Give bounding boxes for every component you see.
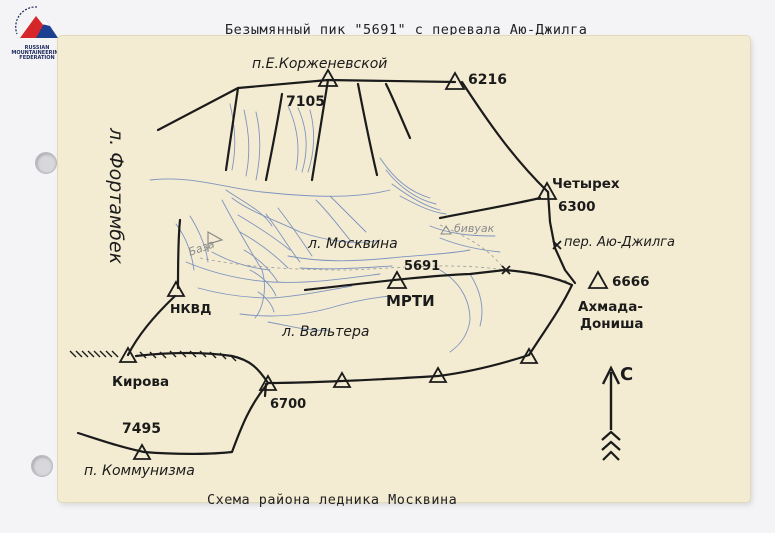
label-glacier-valtera: л. Вальтера: [281, 324, 369, 340]
label-bivouac: бивуак: [454, 222, 495, 235]
peak-triangle-nkvd: [166, 280, 186, 297]
ridge-hatch-marks: [69, 350, 237, 362]
label-peak-donisha: Дониша: [580, 316, 644, 332]
label-peak-kirova: Кирова: [112, 374, 169, 390]
peak-triangle-6666: [587, 270, 609, 289]
label-glacier-moskvina: л. Москвина: [307, 236, 398, 252]
label-peak-chetyrekh: Четырех: [552, 176, 620, 192]
page-title: Безымянный пик "5691" с перевала Аю-Джил…: [225, 22, 588, 38]
peak-triangle-korzhenevskaya: [317, 68, 339, 87]
label-peak-chetyrekh-alt: 6300: [558, 199, 596, 215]
logo-text-line1: RUSSIAN: [24, 45, 50, 51]
bivouac-tent-icon: [440, 225, 452, 235]
label-pass-ayu-dzhilga: пер. Аю-Джилга: [564, 235, 675, 250]
peak-triangle-6216: [444, 71, 466, 90]
binder-hole-top: [35, 152, 57, 174]
logo-text-line3: FEDERATION: [19, 55, 55, 61]
north-arrow-head: [601, 365, 621, 385]
peak-markers: [118, 68, 609, 460]
peak-triangle-7495: [132, 443, 152, 460]
peak-triangle-kirova: [118, 346, 138, 363]
label-peak-korzhenevskaya-alt: 7105: [286, 94, 325, 110]
label-peak-5691: 5691: [404, 259, 440, 274]
label-peak-nkvd: НКВД: [170, 301, 211, 316]
map-caption: Схема района ледника Москвина: [207, 492, 458, 508]
peak-triangle-5691: [386, 270, 408, 289]
peak-triangle-chetyrekh: [536, 181, 558, 200]
federation-logo: RUSSIAN MOUNTAINEERING FEDERATION: [6, 4, 68, 61]
map-sheet: [58, 36, 750, 502]
peak-triangle-ridge-2: [428, 366, 448, 383]
ridge-lines: [76, 78, 577, 455]
label-north: С: [620, 364, 633, 385]
mountain-logo-icon: [15, 6, 58, 38]
label-peak-kommunizma: п. Коммунизма: [84, 463, 195, 479]
label-base: База: [187, 237, 217, 258]
label-peak-akhmada: Ахмада-: [578, 299, 643, 315]
label-peak-6666: 6666: [612, 274, 650, 290]
peak-triangle-ridge-1: [519, 347, 539, 364]
label-peak-mrti: МРТИ: [386, 292, 435, 310]
peak-triangle-6700: [258, 374, 278, 391]
pass-cross-route: [501, 265, 511, 275]
binder-hole-bottom: [31, 455, 53, 477]
north-arrow-fletching-icon: [601, 430, 621, 461]
label-peak-6216: 6216: [468, 72, 507, 88]
logo-text-line2: MOUNTAINEERING: [11, 50, 63, 56]
pass-cross-ayu-dzhilga: [552, 240, 562, 250]
north-arrow: [601, 365, 621, 461]
pass-markers: [501, 240, 562, 275]
label-peak-korzhenevskaya: п.Е.Корженевской: [252, 56, 387, 72]
label-glacier-fortambek: л. Фортамбек: [105, 127, 127, 265]
peak-triangle-ridge-3: [332, 371, 352, 388]
glacier-hatching: [149, 103, 501, 353]
label-peak-6700: 6700: [270, 397, 306, 412]
label-peak-7495: 7495: [122, 421, 161, 437]
base-flag-icon: [207, 230, 224, 252]
